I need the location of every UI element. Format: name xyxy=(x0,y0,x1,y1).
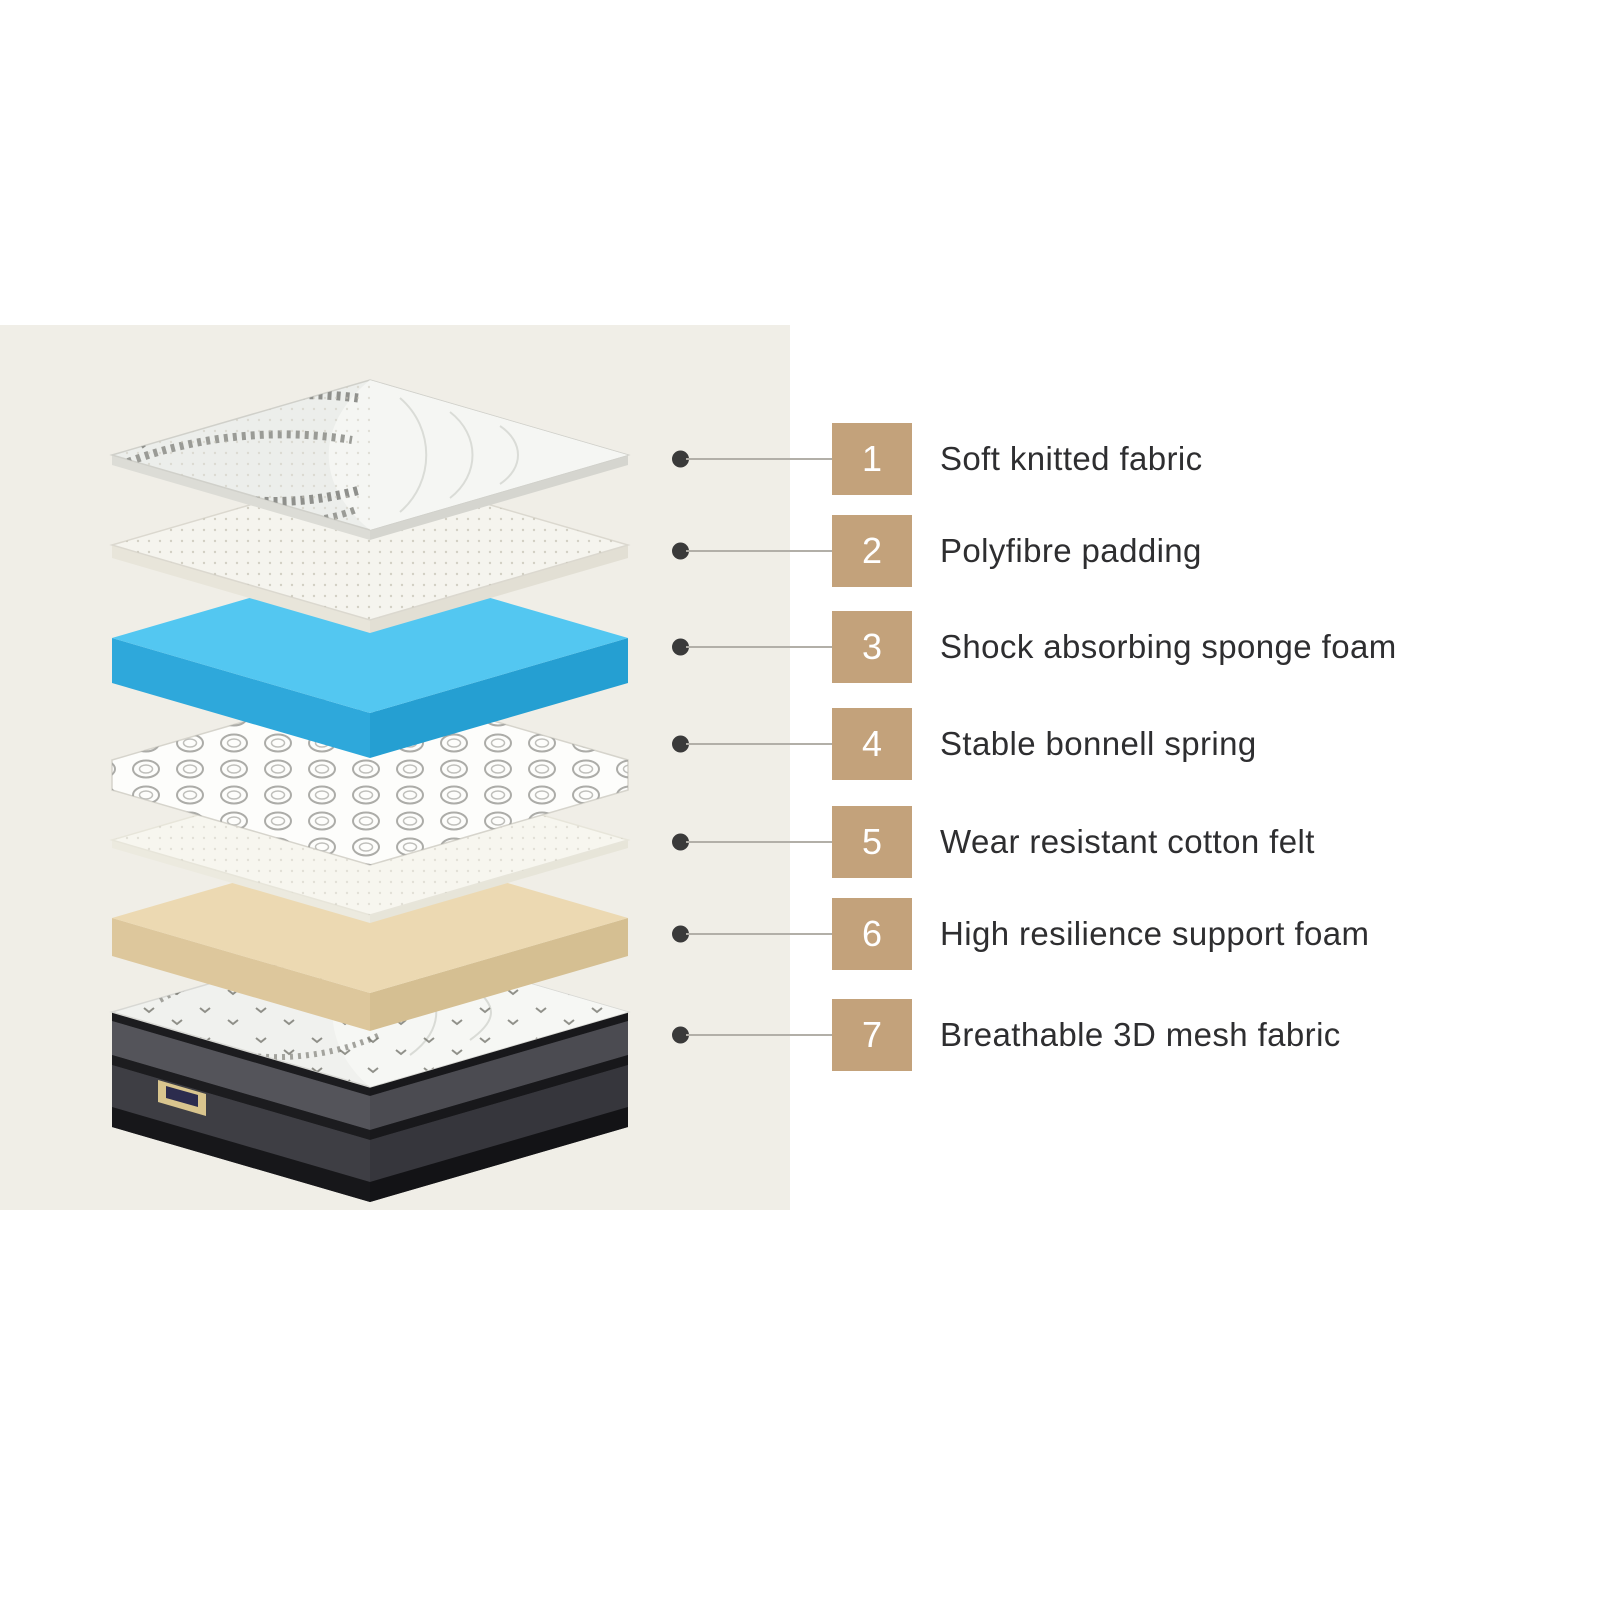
layer-shock-absorbing-sponge-foam xyxy=(112,563,628,758)
connector-line xyxy=(686,646,834,648)
legend-row: 4 Stable bonnell spring xyxy=(672,708,1600,780)
connector-dot-icon xyxy=(672,925,689,943)
legend-row: 1 Soft knitted fabric xyxy=(672,423,1600,495)
legend-label: Polyfibre padding xyxy=(940,532,1202,569)
legend-number: 1 xyxy=(861,438,883,479)
legend-label: Soft knitted fabric xyxy=(940,440,1203,477)
legend-number-box: 7 xyxy=(832,999,912,1071)
legend-number-box: 5 xyxy=(832,806,912,878)
mattress-exploded-diagram xyxy=(109,379,631,1202)
legend-number: 4 xyxy=(861,723,883,764)
connector-line xyxy=(686,1034,834,1036)
legend-number-box: 2 xyxy=(832,515,912,587)
connector-dot-icon xyxy=(672,833,689,851)
legend-number: 2 xyxy=(861,530,883,571)
connector-dot-icon xyxy=(672,542,689,560)
connector-line xyxy=(686,933,834,935)
connector-dot-icon xyxy=(672,1026,689,1044)
legend-number-box: 1 xyxy=(832,423,912,495)
legend-label: Breathable 3D mesh fabric xyxy=(940,1016,1341,1053)
legend-row: 3 Shock absorbing sponge foam xyxy=(672,611,1600,683)
legend-row: 5 Wear resistant cotton felt xyxy=(672,806,1600,878)
connector-line xyxy=(686,841,834,843)
legend-row: 7 Breathable 3D mesh fabric xyxy=(672,999,1600,1071)
connector-dot-icon xyxy=(672,450,689,468)
layer-polyfibre-padding xyxy=(109,469,631,633)
legend-number-box: 4 xyxy=(832,708,912,780)
legend-label: Wear resistant cotton felt xyxy=(940,823,1315,860)
legend-number: 6 xyxy=(861,913,883,954)
layer-stable-bonnell-spring xyxy=(111,684,629,866)
legend-number-box: 6 xyxy=(832,898,912,970)
legend-number: 7 xyxy=(861,1014,883,1055)
legend-label: High resilience support foam xyxy=(940,915,1370,952)
connector-line xyxy=(686,458,834,460)
connector-dot-icon xyxy=(672,638,689,656)
legend-row: 2 Polyfibre padding xyxy=(672,515,1600,587)
layer-soft-knitted-fabric xyxy=(109,379,631,540)
connector-line xyxy=(686,743,834,745)
connector-line xyxy=(686,550,834,552)
legend-number: 3 xyxy=(861,626,883,667)
legend-label: Stable bonnell spring xyxy=(940,725,1257,762)
legend-row: 6 High resilience support foam xyxy=(672,898,1600,970)
connector-dot-icon xyxy=(672,735,689,753)
legend-number: 5 xyxy=(861,821,883,862)
legend-label: Shock absorbing sponge foam xyxy=(940,628,1397,665)
legend-number-box: 3 xyxy=(832,611,912,683)
